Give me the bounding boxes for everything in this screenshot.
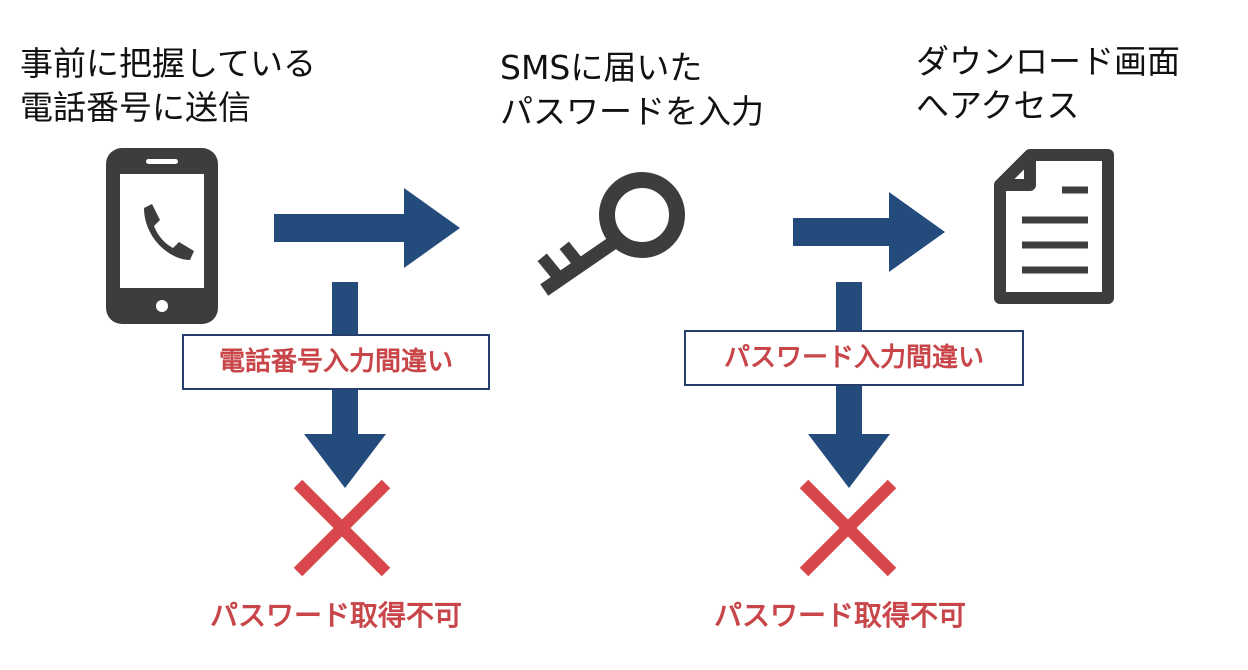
- step-1-caption: 事前に把握している 電話番号に送信: [20, 42, 316, 130]
- step-3-caption-line-1: ダウンロード画面: [916, 42, 1180, 81]
- failure-label-1: パスワード取得不可: [210, 599, 463, 632]
- step-2-caption: SMSに届いた パスワードを入力: [500, 46, 764, 134]
- key-icon: [537, 172, 685, 296]
- step-2-caption-line-1: SMSに届いた: [500, 48, 703, 87]
- step-2-caption-line-2: パスワードを入力: [500, 92, 764, 131]
- error-condition-password: パスワード入力間違い: [684, 330, 1024, 386]
- step-1-caption-line-2: 電話番号に送信: [20, 88, 251, 127]
- step-1-caption-line-1: 事前に把握している: [20, 44, 317, 83]
- document-icon: [994, 149, 1114, 304]
- cross-icon-1: [293, 479, 391, 577]
- error-condition-phone-number: 電話番号入力間違い: [182, 334, 490, 390]
- failure-label-2: パスワード取得不可: [714, 599, 967, 632]
- smartphone-call-icon: [106, 148, 218, 324]
- arrow-right-2: [793, 192, 945, 272]
- cross-icon-2: [799, 479, 897, 577]
- step-3-caption: ダウンロード画面 へアクセス: [916, 40, 1180, 128]
- arrow-right-1: [274, 188, 460, 268]
- step-3-caption-line-2: へアクセス: [916, 86, 1080, 125]
